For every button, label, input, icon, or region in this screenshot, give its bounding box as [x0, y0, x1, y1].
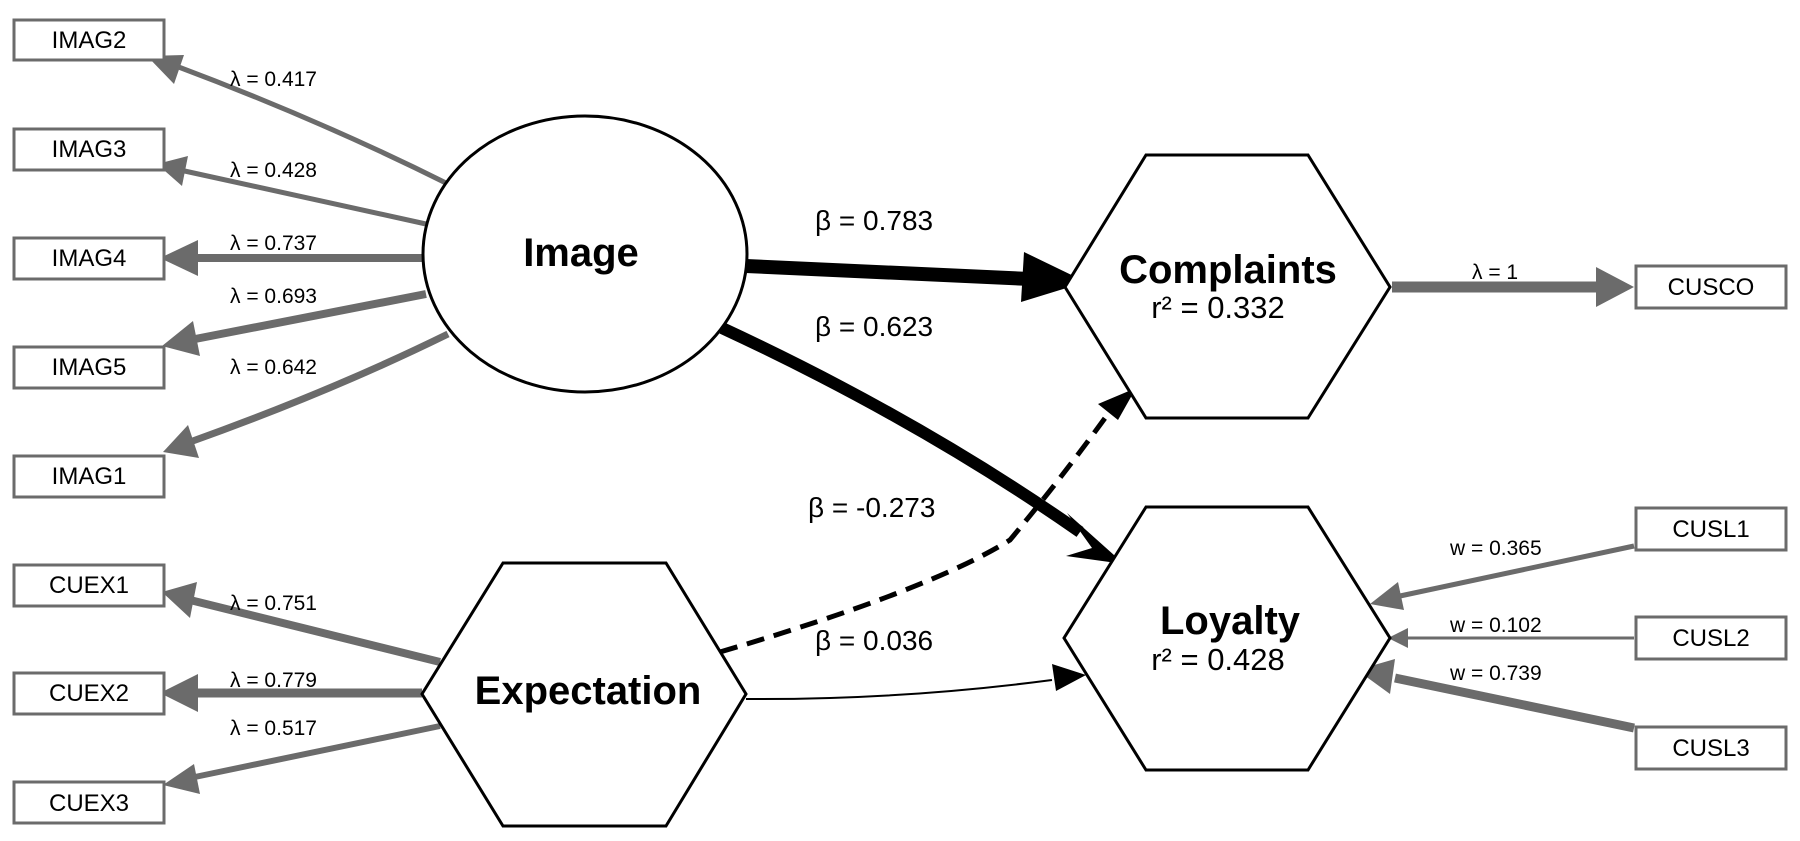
indicator-cusco-label: CUSCO [1668, 274, 1755, 301]
image-ellipse [421, 114, 749, 394]
indicator-cuex1-label: CUEX1 [49, 572, 129, 599]
beta-image-loyalty: β = 0.623 [815, 311, 933, 342]
indicator-imag3-label: IMAG3 [52, 136, 127, 163]
loyalty-hexagon [1062, 505, 1392, 772]
path-image-complaints [745, 259, 1031, 286]
arrowhead-image-complaints [1021, 252, 1086, 302]
indicator-cuex1[interactable]: CUEX1 [12, 563, 166, 608]
loading-cusco: λ = 1 [1472, 261, 1518, 284]
indicator-cusl3[interactable]: CUSL3 [1634, 725, 1788, 771]
loading-imag5: λ = 0.693 [230, 285, 317, 308]
path-expectation-loyalty [745, 679, 1053, 701]
arrowhead-cusco [1596, 267, 1634, 307]
arrowhead-imag1 [163, 425, 199, 458]
arrowhead-imag2 [147, 55, 184, 84]
weight-cusl2: w = 0.102 [1449, 614, 1542, 637]
complaints-r2: r² = 0.332 [1151, 290, 1285, 325]
edge-image-imag1 [188, 330, 450, 446]
loading-cuex2: λ = 0.779 [230, 669, 317, 692]
edge-cusl3-loyalty [1394, 673, 1635, 733]
arrowhead-imag5 [162, 321, 200, 356]
loading-imag3: λ = 0.428 [230, 159, 317, 182]
arrowhead-cuex3 [163, 764, 200, 794]
edge-expectation-cuex3 [189, 723, 441, 781]
arrowhead-expectation-loyalty [1052, 664, 1086, 691]
construct-image[interactable]: Image [421, 114, 749, 394]
construct-loyalty[interactable]: Loyalty r² = 0.428 [1062, 505, 1392, 772]
indicator-cuex3-label: CUEX3 [49, 790, 129, 817]
loading-imag1: λ = 0.642 [230, 356, 317, 379]
complaints-hexagon [1063, 153, 1392, 420]
path-image-loyalty [719, 322, 1084, 537]
edge-expectation-cuex1 [189, 596, 441, 666]
loading-cuex1: λ = 0.751 [230, 592, 317, 615]
expectation-indicator-edges [160, 582, 441, 794]
loading-labels: λ = 0.417 λ = 0.428 λ = 0.737 λ = 0.693 … [230, 68, 1542, 740]
indicator-imag2-label: IMAG2 [52, 27, 127, 54]
indicator-cuex2[interactable]: CUEX2 [12, 671, 166, 716]
loading-imag2: λ = 0.417 [230, 68, 317, 91]
indicator-cuex3[interactable]: CUEX3 [12, 780, 166, 825]
loyalty-indicator-edges [1357, 543, 1635, 733]
indicator-cusl1[interactable]: CUSL1 [1634, 506, 1788, 552]
path-coefficient-labels: β = 0.783 β = 0.623 β = -0.273 β = 0.036 [808, 205, 935, 656]
arrowhead-expectation-complaints [1098, 388, 1136, 420]
indicator-imag4[interactable]: IMAG4 [12, 236, 166, 281]
loyalty-name: Loyalty [1160, 599, 1301, 643]
indicator-cusl3-label: CUSL3 [1672, 735, 1749, 762]
edge-image-imag2 [175, 63, 450, 187]
indicator-imag5-label: IMAG5 [52, 354, 127, 381]
weight-cusl3: w = 0.739 [1449, 662, 1542, 685]
indicator-cusco[interactable]: CUSCO [1634, 264, 1788, 310]
edge-image-imag5 [189, 290, 427, 344]
structural-paths [719, 252, 1136, 701]
arrowhead-cusl2 [1388, 628, 1408, 648]
complaints-indicator-edge [1392, 267, 1634, 307]
edge-image-imag3 [179, 167, 427, 227]
indicator-imag3[interactable]: IMAG3 [12, 127, 166, 172]
weight-cusl1: w = 0.365 [1449, 537, 1542, 560]
beta-image-complaints: β = 0.783 [815, 205, 933, 236]
indicator-imag4-label: IMAG4 [52, 245, 127, 272]
path-expectation-complaints [719, 412, 1111, 655]
complaints-name: Complaints [1119, 248, 1337, 292]
indicator-cusl1-label: CUSL1 [1672, 516, 1749, 543]
beta-expectation-complaints: β = -0.273 [808, 492, 935, 523]
image-name: Image [523, 231, 639, 275]
beta-expectation-loyalty: β = 0.036 [815, 625, 933, 656]
loyalty-r2: r² = 0.428 [1151, 642, 1285, 677]
arrowhead-cusl1 [1370, 582, 1404, 610]
image-indicator-edges [147, 55, 450, 458]
expectation-name: Expectation [475, 669, 702, 713]
arrowhead-image-loyalty [1066, 513, 1124, 564]
indicator-imag1[interactable]: IMAG1 [12, 454, 166, 499]
arrowhead-cuex1 [162, 582, 197, 618]
arrowhead-imag4 [160, 240, 198, 276]
indicator-imag5[interactable]: IMAG5 [12, 345, 166, 390]
indicator-imag2[interactable]: IMAG2 [12, 18, 166, 62]
loading-cuex3: λ = 0.517 [230, 717, 317, 740]
indicator-cuex2-label: CUEX2 [49, 680, 129, 707]
construct-complaints[interactable]: Complaints r² = 0.332 [1063, 153, 1392, 420]
indicator-cusl2[interactable]: CUSL2 [1634, 615, 1788, 661]
indicator-cusl2-label: CUSL2 [1672, 625, 1749, 652]
arrowhead-cuex2 [160, 674, 198, 712]
edge-cusl1-loyalty [1399, 543, 1635, 599]
indicator-imag1-label: IMAG1 [52, 463, 127, 490]
construct-expectation[interactable]: Expectation [420, 561, 748, 828]
expectation-hexagon [420, 561, 748, 828]
loading-imag4: λ = 0.737 [230, 232, 317, 255]
